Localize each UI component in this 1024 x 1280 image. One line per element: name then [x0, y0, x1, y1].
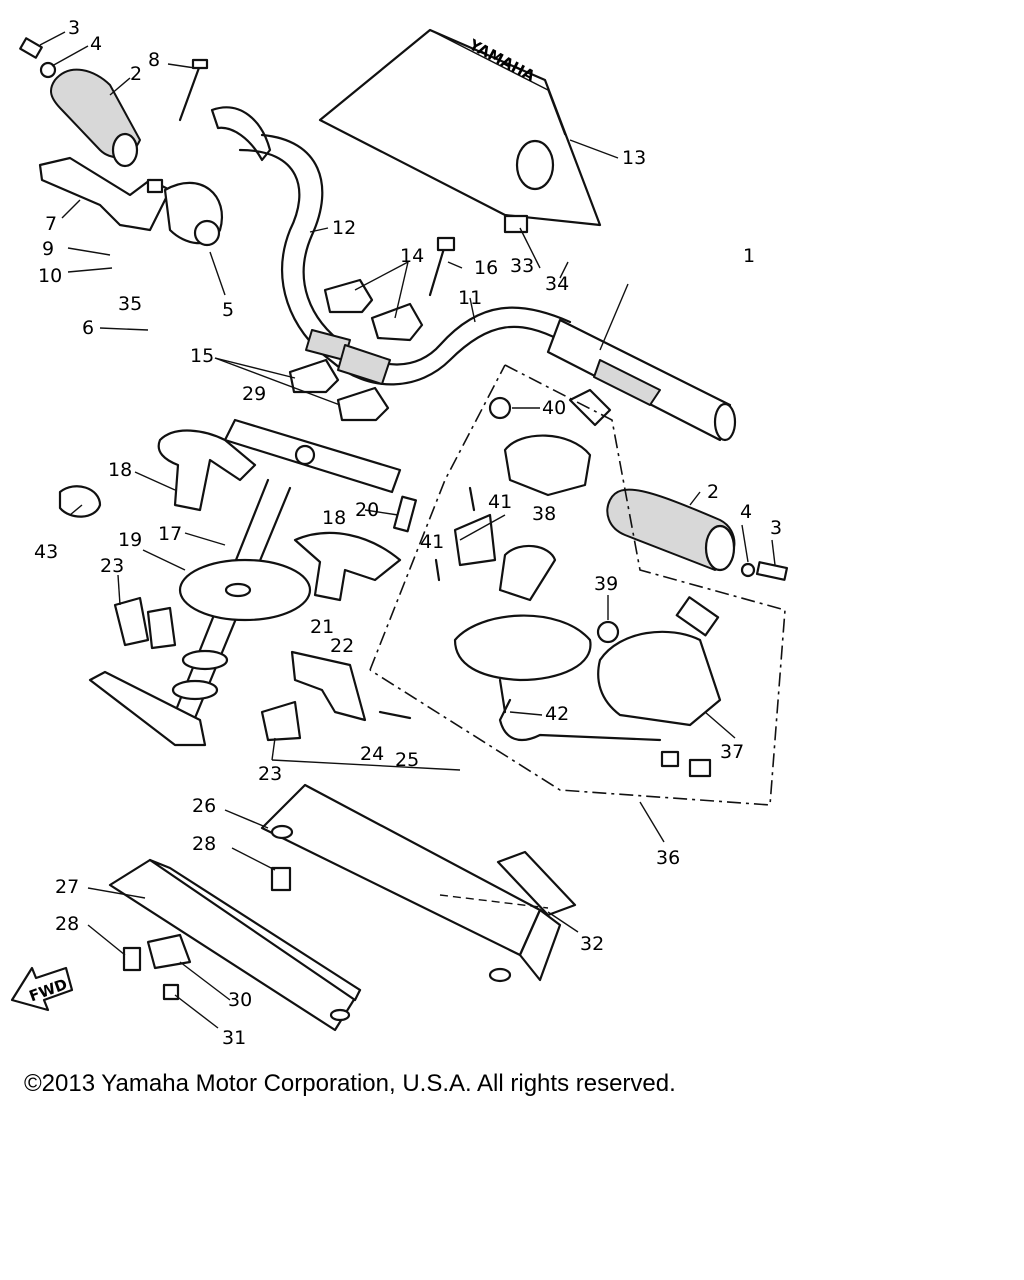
- callout-11: 11: [458, 287, 482, 309]
- callout-31: 31: [222, 1027, 246, 1049]
- callout-23-upper: 23: [100, 555, 124, 577]
- callout-9: 9: [42, 238, 54, 260]
- callout-27: 27: [55, 876, 79, 898]
- callout-40: 40: [542, 397, 566, 419]
- callout-14: 14: [400, 245, 424, 267]
- callout-4-right: 4: [740, 501, 752, 523]
- callout-36: 36: [656, 847, 680, 869]
- callout-12: 12: [332, 217, 356, 239]
- throttle-switch-assembly: [369, 364, 789, 806]
- callout-7: 7: [45, 213, 57, 235]
- leader-lines: [39, 31, 776, 1029]
- mounting-brackets: [108, 783, 577, 1032]
- callout-2-right: 2: [707, 481, 719, 503]
- callout-22: 22: [330, 635, 354, 657]
- callout-6: 6: [82, 317, 94, 339]
- callout-28-upper: 28: [192, 833, 216, 855]
- exploded-parts-diagram: YAMAHA: [10, 17, 789, 1049]
- callout-13: 13: [622, 147, 646, 169]
- handlebar-clamps: [288, 236, 456, 422]
- callout-10: 10: [38, 265, 62, 287]
- callout-34: 34: [545, 273, 569, 295]
- callout-37: 37: [720, 741, 744, 763]
- callout-43: 43: [34, 541, 58, 563]
- callout-39: 39: [594, 573, 618, 595]
- callout-32: 32: [580, 933, 604, 955]
- callout-42: 42: [545, 703, 569, 725]
- callout-41-upper: 41: [488, 491, 512, 513]
- steering-column: [58, 418, 418, 747]
- callout-numbers: 1 2 2 3 3 4 4 5 6 7 8 9 10 11 12 13 14 1…: [34, 17, 782, 1049]
- callout-25: 25: [395, 749, 419, 771]
- callout-41-lower: 41: [420, 531, 444, 553]
- callout-30: 30: [228, 989, 252, 1011]
- callout-26: 26: [192, 795, 216, 817]
- callout-5: 5: [222, 299, 234, 321]
- copyright-notice: ©2013 Yamaha Motor Corporation, U.S.A. A…: [24, 1070, 676, 1097]
- callout-24: 24: [360, 743, 384, 765]
- handlebar-cover: YAMAHA: [318, 28, 602, 234]
- callout-2-left: 2: [130, 63, 142, 85]
- callout-23-lower: 23: [258, 763, 282, 785]
- callout-35: 35: [118, 293, 142, 315]
- callout-20: 20: [355, 499, 379, 521]
- callout-17: 17: [158, 523, 182, 545]
- callout-15: 15: [190, 345, 214, 367]
- callout-33: 33: [510, 255, 534, 277]
- callout-4-left: 4: [90, 33, 102, 55]
- left-grip-assembly: [19, 37, 223, 247]
- callout-21: 21: [310, 616, 334, 638]
- fwd-direction-arrow: FWD: [10, 966, 74, 1012]
- callout-28-lower: 28: [55, 913, 79, 935]
- callout-1: 1: [743, 245, 755, 267]
- callout-18-left: 18: [108, 459, 132, 481]
- callout-19: 19: [118, 529, 142, 551]
- callout-8: 8: [148, 49, 160, 71]
- handlebar: [210, 106, 737, 442]
- callout-16: 16: [474, 257, 498, 279]
- callout-3-left: 3: [68, 17, 80, 39]
- callout-38: 38: [532, 503, 556, 525]
- callout-18-right: 18: [322, 507, 346, 529]
- callout-29: 29: [242, 383, 266, 405]
- callout-3-right: 3: [770, 517, 782, 539]
